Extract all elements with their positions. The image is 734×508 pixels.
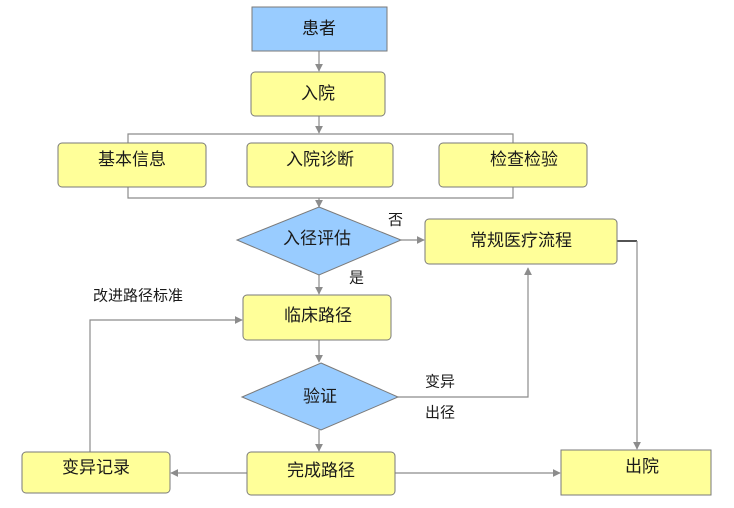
exit-label: 出径 (425, 404, 455, 422)
clinical-pathway-node: 临床路径 (242, 294, 392, 341)
pathway-evaluation-label: 入径评估 (283, 229, 351, 249)
admission-label: 入院 (301, 84, 335, 104)
routine-process-node: 常规医疗流程 (424, 218, 618, 265)
basic-info-node: 基本信息 (57, 142, 207, 188)
verification-node: 验证 (240, 362, 400, 431)
yes-label: 是 (349, 269, 364, 287)
admission-diagnosis-label: 入院诊断 (286, 150, 354, 170)
patient-node: 患者 (251, 6, 388, 52)
variation-label: 变异 (425, 373, 455, 391)
improve-standard-label: 改进路径标准 (93, 287, 183, 305)
complete-pathway-node: 完成路径 (246, 451, 396, 496)
patient-label: 患者 (302, 19, 336, 39)
verification-label: 验证 (303, 387, 337, 407)
routine-process-label: 常规医疗流程 (470, 231, 572, 251)
examination-node: 检查检验 (438, 142, 588, 188)
complete-pathway-label: 完成路径 (287, 461, 355, 481)
bracket-top (127, 133, 514, 143)
clinical-pathway-label: 临床路径 (284, 306, 352, 326)
no-label: 否 (388, 211, 403, 229)
discharge-label: 出院 (625, 457, 659, 477)
discharge-node: 出院 (560, 449, 712, 496)
bracket-bottom (127, 187, 514, 199)
admission-node: 入院 (250, 71, 386, 117)
pathway-evaluation-node: 入径评估 (235, 206, 403, 276)
variation-record-label: 变异记录 (62, 458, 130, 478)
edge-verification-routine (398, 267, 532, 398)
connectors (89, 51, 641, 477)
admission-diagnosis-node: 入院诊断 (246, 142, 394, 188)
examination-label: 检查检验 (490, 150, 558, 170)
variation-record-node: 变异记录 (21, 451, 171, 494)
edge-variation-clinical (89, 316, 243, 452)
basic-info-label: 基本信息 (98, 150, 166, 170)
